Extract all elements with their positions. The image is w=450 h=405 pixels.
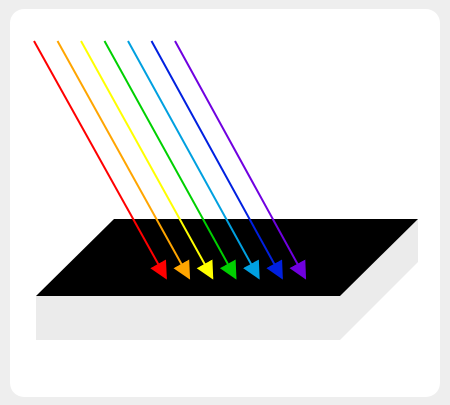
incident-rays xyxy=(33,40,307,280)
orange-ray xyxy=(56,40,191,280)
cyan-ray xyxy=(127,40,260,280)
yellow-ray xyxy=(80,40,214,280)
green-ray xyxy=(103,40,237,280)
slab-top-surface xyxy=(36,219,418,296)
slab-front-face xyxy=(36,296,340,340)
slab-side-face xyxy=(340,219,418,340)
blue-ray xyxy=(150,40,283,280)
violet-ray xyxy=(174,40,307,280)
red-ray xyxy=(33,40,167,280)
